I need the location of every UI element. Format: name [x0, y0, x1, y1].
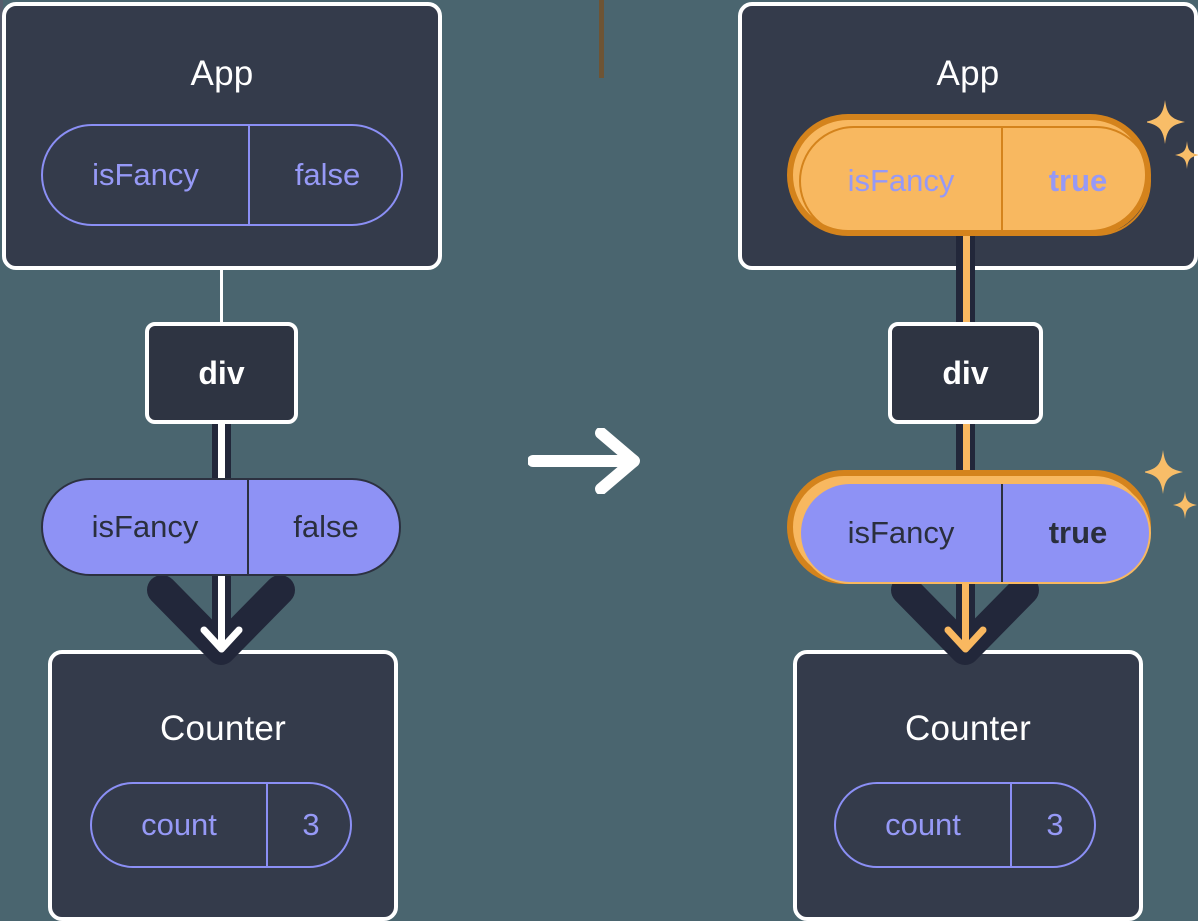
after-panel: App isFancy true div [599, 0, 1198, 921]
after-counter-title: Counter [905, 709, 1031, 748]
after-app-pill-highlight-ring: isFancy true [787, 114, 1151, 236]
after-prop-sparkle-icon [1143, 448, 1198, 528]
after-arrow-pill-to-counter [884, 558, 1054, 678]
after-connector-div-to-pill-core [963, 420, 970, 482]
before-prop-pill-value: false [247, 480, 403, 574]
before-counter-title: Counter [160, 709, 286, 748]
after-counter-pill-value: 3 [1010, 784, 1098, 866]
before-app-pill-value: false [248, 126, 405, 224]
after-app-pill: isFancy true [799, 126, 1151, 236]
before-app-title: App [190, 54, 254, 93]
after-app-pill-key: isFancy [847, 163, 955, 198]
after-prop-pill-key: isFancy [847, 515, 955, 550]
after-div-label: div [942, 354, 989, 391]
before-div-box: div [145, 322, 298, 424]
before-counter-pill-key: count [141, 807, 217, 842]
after-counter-pill: count 3 [834, 782, 1096, 868]
after-div-box: div [888, 322, 1043, 424]
before-div-label: div [198, 354, 245, 391]
after-app-sparkle-icon [1145, 98, 1198, 178]
before-counter-pill-value: 3 [266, 784, 354, 866]
before-counter-pill: count 3 [90, 782, 352, 868]
before-panel: App isFancy false div isFancy false [0, 0, 442, 921]
after-connector-behind-div [599, 0, 604, 78]
before-prop-pill-key: isFancy [91, 509, 199, 544]
transition-arrow-icon [527, 427, 646, 495]
after-app-pill-value: true [1001, 128, 1153, 234]
after-prop-pill: isFancy true [799, 482, 1151, 584]
after-prop-pill-highlight-ring: isFancy true [787, 470, 1151, 584]
before-arrow-pill-to-counter [140, 558, 310, 678]
after-app-title: App [936, 54, 1000, 93]
after-counter-box: Counter [793, 650, 1143, 921]
before-connector-behind-div [0, 0, 3, 80]
after-counter-pill-key: count [885, 807, 961, 842]
before-app-pill: isFancy false [41, 124, 403, 226]
before-prop-pill: isFancy false [41, 478, 401, 576]
after-prop-pill-value: true [1001, 484, 1153, 582]
before-app-pill-key: isFancy [92, 157, 199, 192]
before-connector-app-to-div [220, 266, 223, 326]
after-connector-app-to-div-core [963, 228, 970, 328]
before-connector-div-to-pill-core [218, 420, 225, 482]
